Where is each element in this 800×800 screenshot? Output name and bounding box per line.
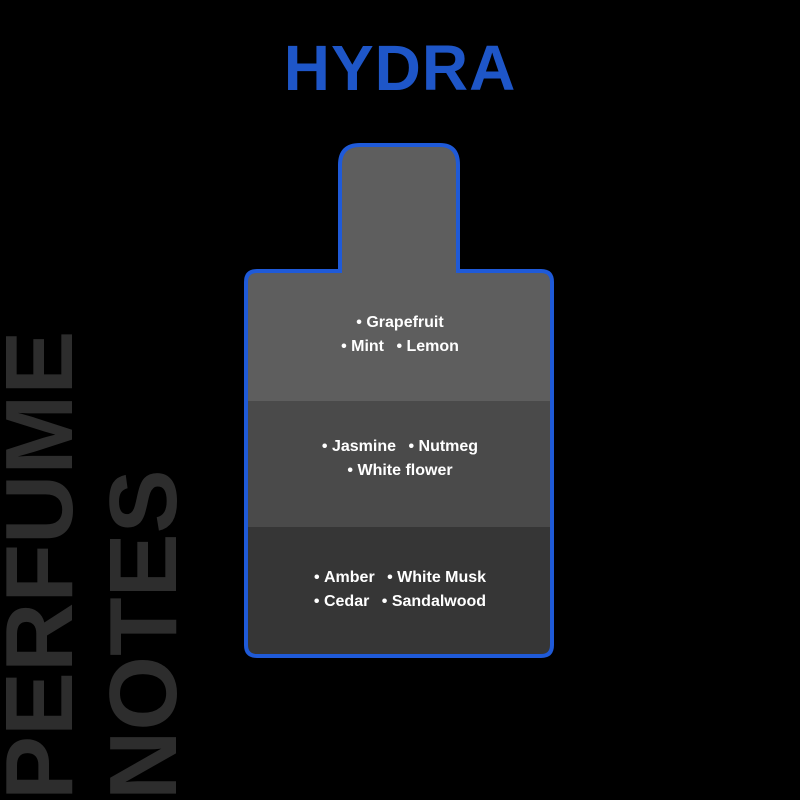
middle-notes-row: Jasmine Nutmeg <box>248 435 552 459</box>
top-notes: Grapefruit Mint Lemon <box>248 311 552 359</box>
base-notes-row: Cedar Sandalwood <box>248 590 552 614</box>
note-cedar: Cedar <box>314 590 369 614</box>
note-sandalwood: Sandalwood <box>382 590 486 614</box>
middle-notes-row: White flower <box>248 459 552 483</box>
note-white-musk: White Musk <box>387 566 486 590</box>
page-title: HYDRA <box>283 32 517 104</box>
top-notes-row: Mint Lemon <box>248 335 552 359</box>
bottle-outline <box>244 143 554 658</box>
middle-notes: Jasmine Nutmeg White flower <box>248 435 552 483</box>
note-grapefruit: Grapefruit <box>356 311 443 335</box>
note-amber: Amber <box>314 566 375 590</box>
base-notes: Amber White Musk Cedar Sandalwood <box>248 566 552 614</box>
note-mint: Mint <box>341 335 384 359</box>
note-white-flower: White flower <box>347 459 452 483</box>
note-lemon: Lemon <box>396 335 458 359</box>
note-nutmeg: Nutmeg <box>408 435 479 459</box>
top-notes-row: Grapefruit <box>248 311 552 335</box>
note-jasmine: Jasmine <box>322 435 396 459</box>
base-notes-row: Amber White Musk <box>248 566 552 590</box>
bottle-neck <box>330 145 470 275</box>
